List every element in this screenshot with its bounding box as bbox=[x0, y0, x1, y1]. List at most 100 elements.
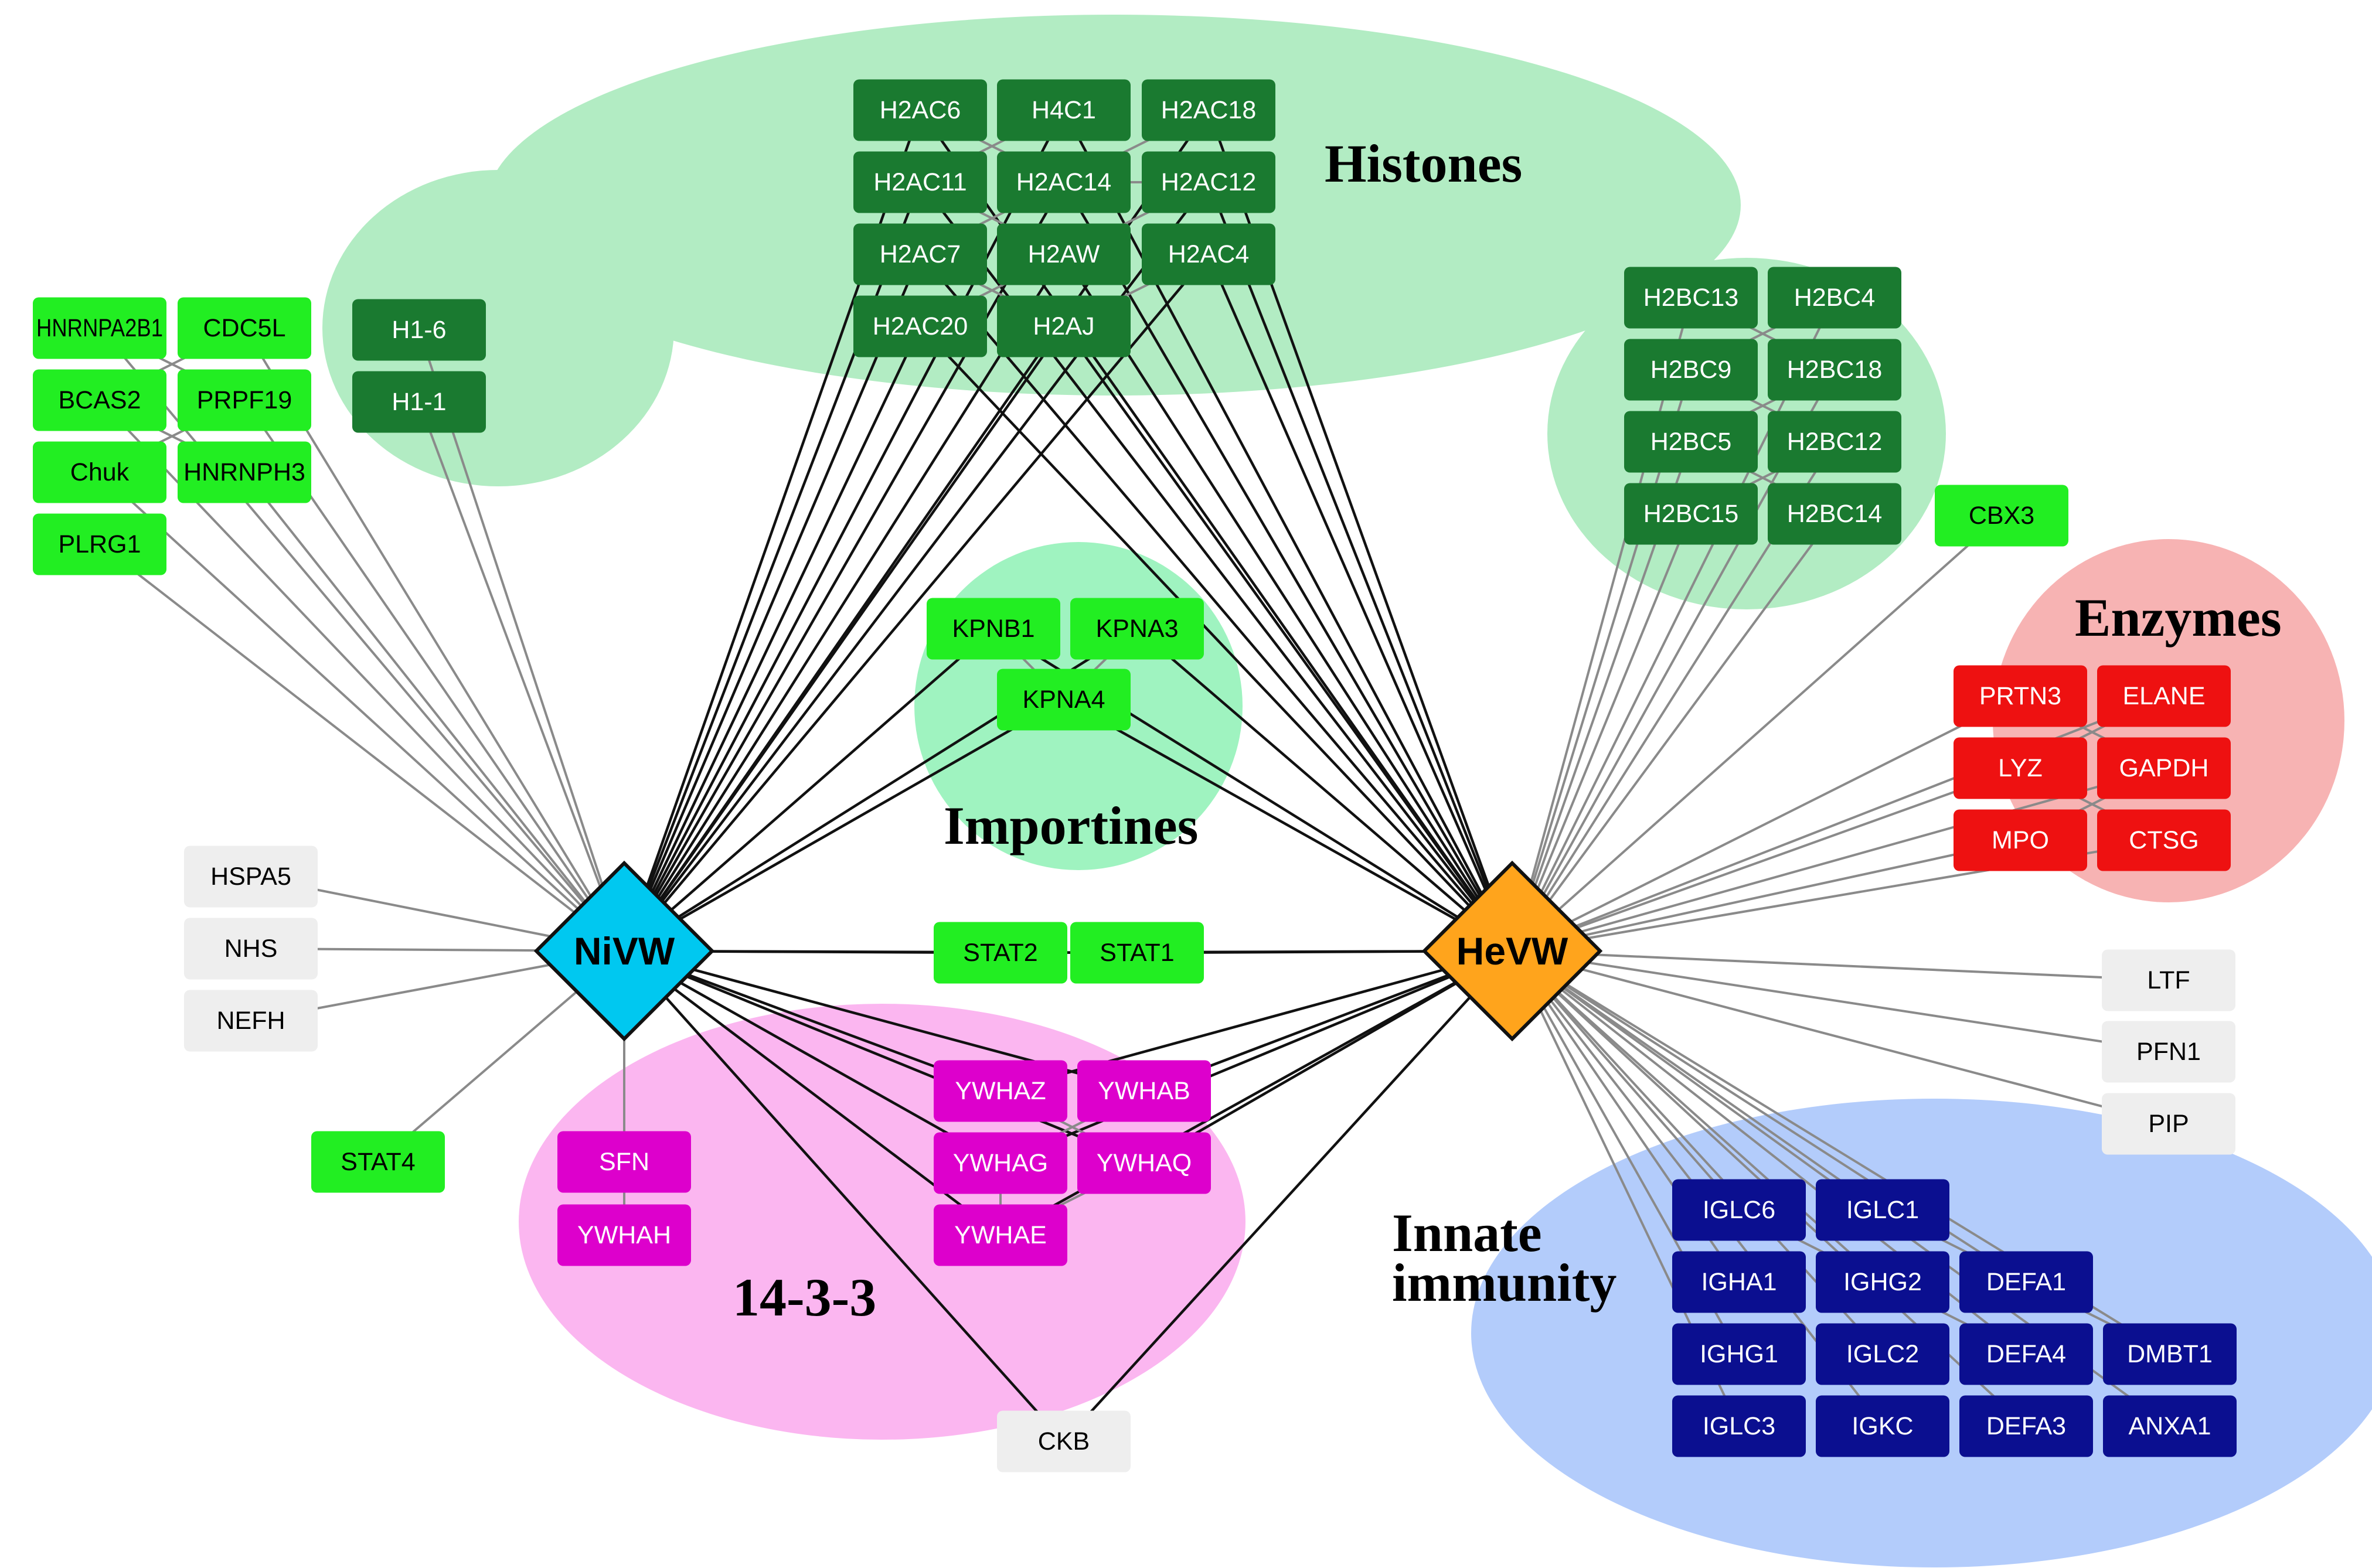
node-nefh[interactable]: NEFH bbox=[184, 990, 318, 1052]
node-elane[interactable]: ELANE bbox=[2097, 665, 2231, 727]
node-chuk[interactable]: Chuk bbox=[33, 441, 166, 503]
node-iglc3[interactable]: IGLC3 bbox=[1672, 1395, 1806, 1457]
node-ctsg[interactable]: CTSG bbox=[2097, 809, 2231, 871]
node-prpf19[interactable]: PRPF19 bbox=[178, 369, 311, 431]
node-label: H2AC18 bbox=[1161, 96, 1257, 124]
node-defa3[interactable]: DEFA3 bbox=[1959, 1395, 2093, 1457]
node-ckb[interactable]: CKB bbox=[997, 1410, 1131, 1472]
node-h2ac18[interactable]: H2AC18 bbox=[1142, 79, 1275, 141]
node-label: H2BC4 bbox=[1794, 284, 1876, 312]
node-pip[interactable]: PIP bbox=[2102, 1093, 2235, 1155]
node-nhs[interactable]: NHS bbox=[184, 918, 318, 980]
node-box bbox=[1624, 483, 1758, 545]
node-anxa1[interactable]: ANXA1 bbox=[2103, 1395, 2237, 1457]
node-ywhab[interactable]: YWHAB bbox=[1077, 1060, 1211, 1122]
node-h2bc15[interactable]: H2BC15 bbox=[1624, 483, 1758, 545]
node-h2bc9[interactable]: H2BC9 bbox=[1624, 339, 1758, 401]
node-ywhaq[interactable]: YWHAQ bbox=[1077, 1132, 1211, 1194]
node-box bbox=[184, 918, 318, 980]
node-iglc2[interactable]: IGLC2 bbox=[1816, 1323, 1949, 1385]
hub-nodes: NiVW HeVW bbox=[533, 860, 1603, 1042]
node-h1-6[interactable]: H1-6 bbox=[352, 299, 486, 361]
hub-right[interactable]: HeVW bbox=[1421, 860, 1603, 1042]
node-box bbox=[2102, 1093, 2235, 1155]
node-ywhah[interactable]: YWHAH bbox=[557, 1204, 691, 1266]
node-ywhaz[interactable]: YWHAZ bbox=[934, 1060, 1067, 1122]
node-hspa5[interactable]: HSPA5 bbox=[184, 846, 318, 908]
node-label: H2BC12 bbox=[1787, 428, 1883, 456]
node-label: IGLC1 bbox=[1846, 1196, 1919, 1224]
node-bcas2[interactable]: BCAS2 bbox=[33, 369, 166, 431]
node-iglc6[interactable]: IGLC6 bbox=[1672, 1179, 1806, 1241]
node-h2ac14[interactable]: H2AC14 bbox=[997, 151, 1131, 213]
node-iglc1[interactable]: IGLC1 bbox=[1816, 1179, 1949, 1241]
node-hnrnpa2b1[interactable]: HNRNPA2B1 bbox=[33, 297, 166, 359]
node-label: HNRNPH3 bbox=[183, 458, 305, 486]
node-box bbox=[1672, 1395, 1806, 1457]
node-dmbt1[interactable]: DMBT1 bbox=[2103, 1323, 2237, 1385]
node-h2ac6[interactable]: H2AC6 bbox=[853, 79, 987, 141]
node-stat2[interactable]: STAT2 bbox=[934, 922, 1067, 984]
node-ywhae[interactable]: YWHAE bbox=[934, 1204, 1067, 1266]
node-h2aw[interactable]: H2AW bbox=[997, 223, 1131, 285]
node-label: H2AJ bbox=[1033, 312, 1094, 340]
node-h4c1[interactable]: H4C1 bbox=[997, 79, 1131, 141]
node-box bbox=[997, 79, 1131, 141]
node-label: CTSG bbox=[2129, 826, 2199, 854]
node-h2bc13[interactable]: H2BC13 bbox=[1624, 267, 1758, 329]
node-label: CKB bbox=[1038, 1427, 1090, 1455]
node-label: H2AC11 bbox=[873, 168, 967, 196]
node-gapdh[interactable]: GAPDH bbox=[2097, 737, 2231, 799]
group-label-innate-immunity-line2: immunity bbox=[1392, 1253, 1617, 1313]
node-plrg1[interactable]: PLRG1 bbox=[33, 513, 166, 575]
node-h2bc4[interactable]: H2BC4 bbox=[1768, 267, 1901, 329]
node-h2bc5[interactable]: H2BC5 bbox=[1624, 411, 1758, 473]
node-sfn[interactable]: SFN bbox=[557, 1131, 691, 1193]
node-box bbox=[184, 846, 318, 908]
node-h2aj[interactable]: H2AJ bbox=[997, 295, 1131, 357]
node-stat4[interactable]: STAT4 bbox=[311, 1131, 445, 1193]
node-h2bc18[interactable]: H2BC18 bbox=[1768, 339, 1901, 401]
node-defa4[interactable]: DEFA4 bbox=[1959, 1323, 2093, 1385]
node-box bbox=[178, 369, 311, 431]
node-cdc5l[interactable]: CDC5L bbox=[178, 297, 311, 359]
node-h2bc14[interactable]: H2BC14 bbox=[1768, 483, 1901, 545]
node-hnrnph3[interactable]: HNRNPH3 bbox=[178, 441, 311, 503]
node-ighg1[interactable]: IGHG1 bbox=[1672, 1323, 1806, 1385]
node-h2bc12[interactable]: H2BC12 bbox=[1768, 411, 1901, 473]
node-box bbox=[178, 441, 311, 503]
node-mpo[interactable]: MPO bbox=[1954, 809, 2087, 871]
node-pfn1[interactable]: PFN1 bbox=[2102, 1021, 2235, 1083]
node-h2ac12[interactable]: H2AC12 bbox=[1142, 151, 1275, 213]
node-igkc[interactable]: IGKC bbox=[1816, 1395, 1949, 1457]
node-box bbox=[1816, 1251, 1949, 1313]
node-box bbox=[178, 297, 311, 359]
node-box bbox=[352, 371, 486, 433]
node-ltf[interactable]: LTF bbox=[2102, 949, 2235, 1011]
node-kpnb1[interactable]: KPNB1 bbox=[927, 598, 1060, 660]
node-defa1[interactable]: DEFA1 bbox=[1959, 1251, 2093, 1313]
node-label: H2AC4 bbox=[1168, 240, 1250, 268]
node-box bbox=[1624, 411, 1758, 473]
node-box bbox=[1954, 665, 2087, 727]
node-cbx3[interactable]: CBX3 bbox=[1935, 485, 2068, 547]
node-prtn3[interactable]: PRTN3 bbox=[1954, 665, 2087, 727]
node-igha1[interactable]: IGHA1 bbox=[1672, 1251, 1806, 1313]
edge-left-ywhaq bbox=[624, 949, 1145, 1165]
node-h1-1[interactable]: H1-1 bbox=[352, 371, 486, 433]
node-stat1[interactable]: STAT1 bbox=[1070, 922, 1204, 984]
node-h2ac4[interactable]: H2AC4 bbox=[1142, 223, 1275, 285]
node-label: MPO bbox=[1992, 826, 2049, 854]
hub-left[interactable]: NiVW bbox=[533, 860, 715, 1042]
node-ighg2[interactable]: IGHG2 bbox=[1816, 1251, 1949, 1313]
node-h2ac11[interactable]: H2AC11 bbox=[853, 151, 987, 213]
node-h2ac20[interactable]: H2AC20 bbox=[853, 295, 987, 357]
node-ywhag[interactable]: YWHAG bbox=[934, 1132, 1067, 1194]
node-label: STAT1 bbox=[1100, 939, 1174, 967]
node-kpna4[interactable]: KPNA4 bbox=[997, 669, 1131, 731]
node-h2ac7[interactable]: H2AC7 bbox=[853, 223, 987, 285]
node-kpna3[interactable]: KPNA3 bbox=[1070, 598, 1204, 660]
edge-left-h2aw bbox=[623, 253, 1065, 952]
node-lyz[interactable]: LYZ bbox=[1954, 737, 2087, 799]
